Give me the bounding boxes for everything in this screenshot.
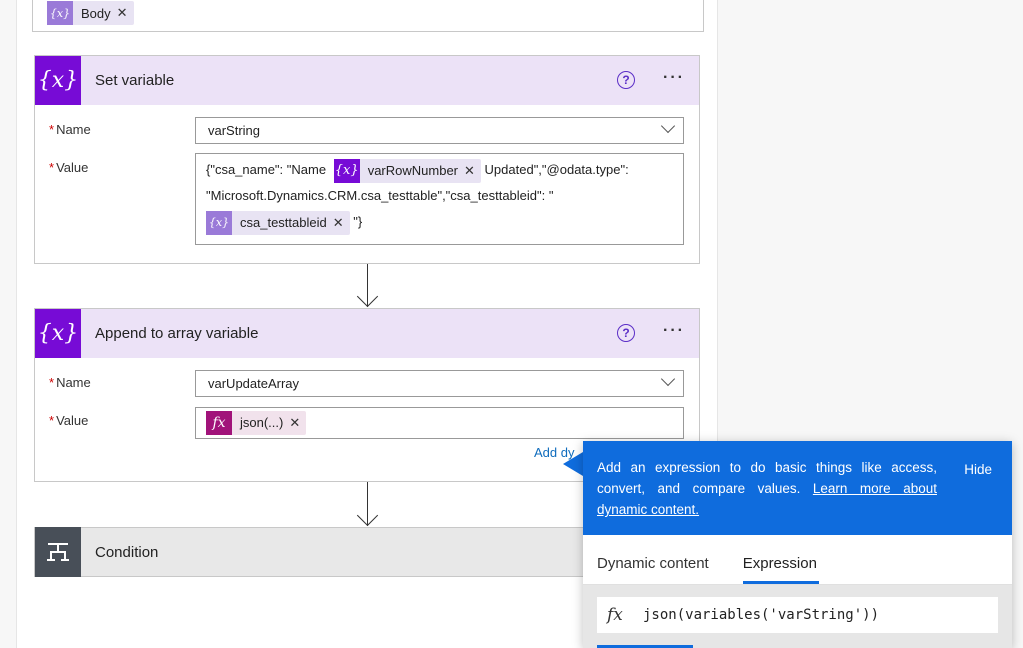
- token-label: json(...): [240, 415, 284, 430]
- body-token-label: Body: [81, 5, 111, 21]
- hide-button[interactable]: Hide: [964, 462, 992, 477]
- dropdown-value: varUpdateArray: [208, 376, 300, 391]
- more-options-icon[interactable]: ···: [663, 322, 685, 339]
- expression-text: json(variables('varString')): [643, 607, 880, 623]
- function-icon: fx: [206, 411, 232, 435]
- chevron-down-icon: [660, 371, 676, 387]
- append-array-header[interactable]: {x} Append to array variable ? ···: [35, 309, 699, 358]
- tab-expression[interactable]: Expression: [742, 555, 819, 584]
- value-label: *Value: [49, 160, 89, 175]
- variable-icon: {x}: [35, 56, 81, 105]
- varrownumber-token[interactable]: {x} varRowNumber ✕: [333, 158, 481, 183]
- card-title: Set variable: [95, 72, 175, 89]
- token-label: varRowNumber: [367, 162, 459, 178]
- expression-input[interactable]: fx json(variables('varString')): [597, 597, 998, 633]
- variable-name-dropdown[interactable]: varString: [195, 117, 684, 144]
- dynamic-content-panel: Add an expression to do basic things lik…: [583, 441, 1012, 648]
- token-label: csa_testtableid: [240, 214, 327, 230]
- name-label: *Name: [49, 122, 91, 137]
- panel-pointer: [563, 452, 583, 476]
- value-label: *Value: [49, 413, 89, 428]
- panel-info-banner: Add an expression to do basic things lik…: [583, 441, 1012, 535]
- value-text: {"csa_name": "Name: [206, 162, 327, 177]
- connector-line: [367, 264, 368, 306]
- variable-icon: {x}: [333, 158, 360, 183]
- help-icon[interactable]: ?: [617, 71, 635, 89]
- previous-action-card: {x} Body ✕: [32, 0, 704, 32]
- ok-button[interactable]: [597, 645, 693, 648]
- function-icon: fx: [607, 605, 623, 625]
- expression-editor-area: fx json(variables('varString')): [583, 585, 1012, 648]
- variable-icon: {x}: [35, 309, 81, 358]
- more-options-icon[interactable]: ···: [663, 69, 685, 86]
- panel-tabs: Dynamic content Expression: [583, 535, 1012, 585]
- variable-icon: {x}: [206, 210, 232, 235]
- panel-description: Add an expression to do basic things lik…: [597, 460, 937, 517]
- set-variable-header[interactable]: {x} Set variable ? ···: [35, 56, 699, 105]
- card-title: Condition: [95, 543, 159, 561]
- value-text: Updated","@odata.type":: [484, 162, 629, 177]
- help-icon[interactable]: ?: [617, 324, 635, 342]
- value-input[interactable]: {"csa_name": "Name {x} varRowNumber ✕ Up…: [195, 153, 684, 245]
- csa-testtableid-token[interactable]: {x} csa_testtableid ✕: [206, 210, 350, 235]
- remove-token-icon[interactable]: ✕: [289, 415, 301, 430]
- remove-token-icon[interactable]: ✕: [116, 5, 128, 20]
- append-array-card: {x} Append to array variable ? ··· *Name…: [34, 308, 700, 482]
- value-text: "}: [353, 214, 363, 229]
- remove-token-icon[interactable]: ✕: [332, 214, 344, 230]
- body-token[interactable]: {x} Body ✕: [47, 1, 134, 25]
- condition-icon: [35, 527, 81, 577]
- learn-more-link[interactable]: Learn more about dynamic content.: [597, 481, 937, 517]
- variable-name-dropdown[interactable]: varUpdateArray: [195, 370, 684, 397]
- dropdown-value: varString: [208, 123, 261, 138]
- set-variable-card: {x} Set variable ? ··· *Name varString *…: [34, 55, 700, 264]
- chevron-down-icon: [660, 118, 676, 134]
- connector-line: [367, 482, 368, 525]
- remove-token-icon[interactable]: ✕: [464, 162, 475, 178]
- name-label: *Name: [49, 375, 91, 390]
- value-text: "Microsoft.Dynamics.CRM.csa_testtable","…: [206, 188, 554, 203]
- card-title: Append to array variable: [95, 325, 259, 342]
- json-expression-token[interactable]: fx json(...) ✕: [206, 411, 307, 435]
- variable-icon: {x}: [47, 1, 73, 25]
- tab-dynamic-content[interactable]: Dynamic content: [597, 555, 709, 572]
- value-input[interactable]: fx json(...) ✕: [195, 407, 684, 439]
